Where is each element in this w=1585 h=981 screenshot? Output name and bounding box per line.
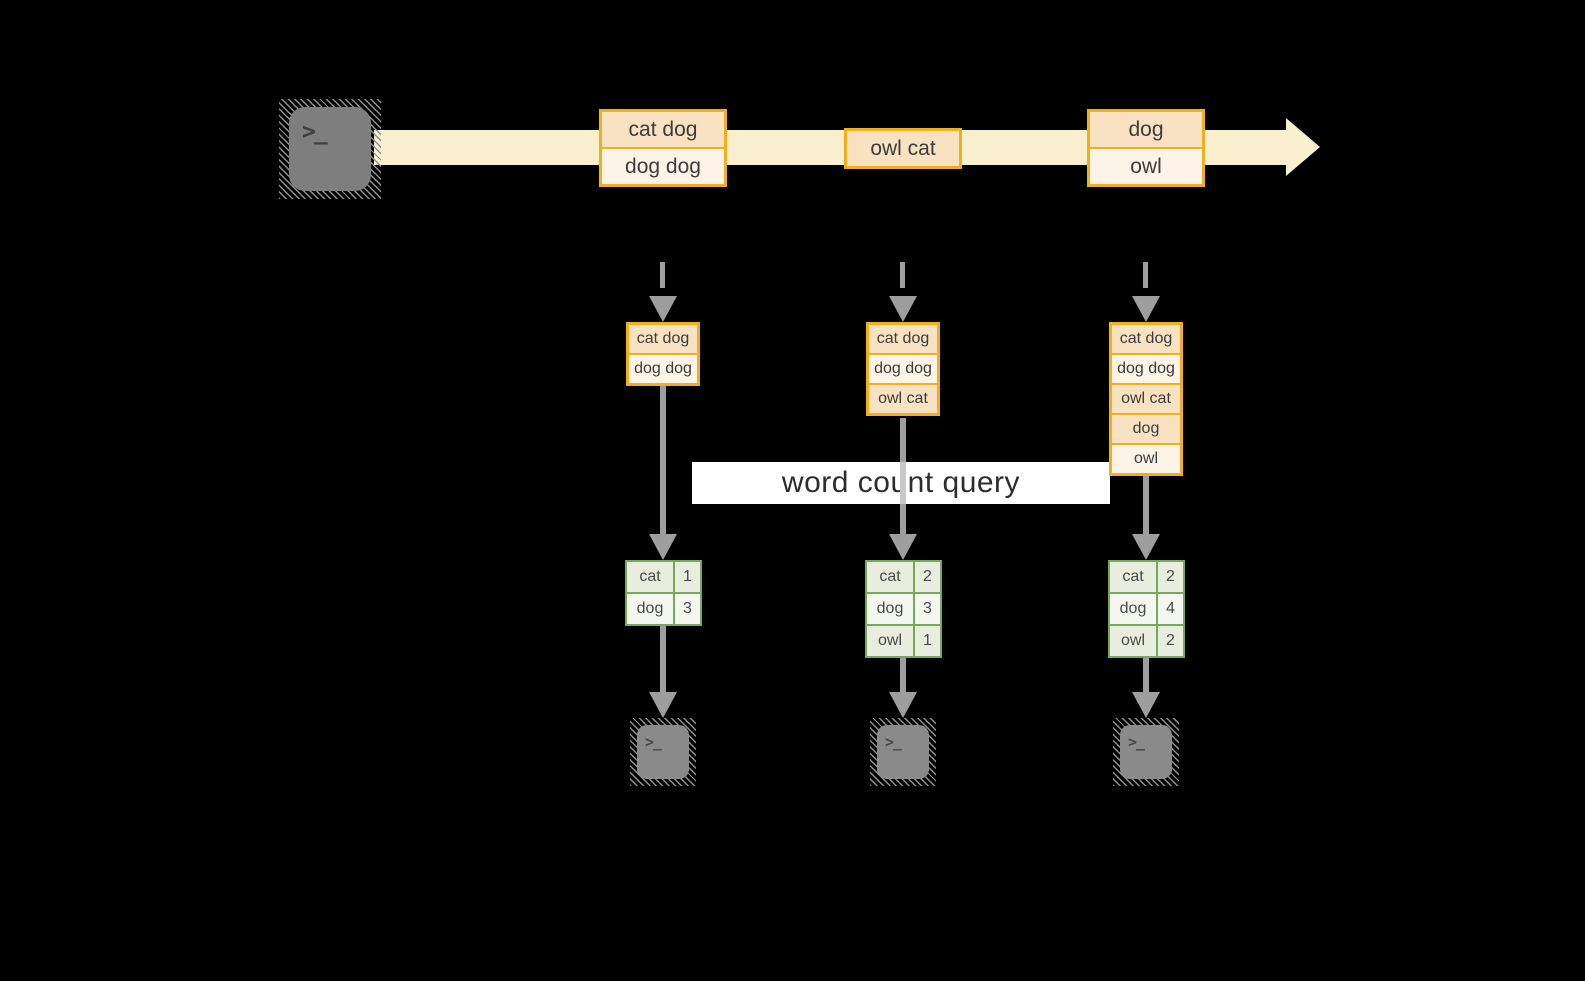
terminal-sink-icon-body: >_ — [877, 725, 929, 779]
stream-record: dog dog — [602, 149, 724, 184]
count-word: cat — [867, 562, 913, 592]
count-value: 2 — [915, 562, 940, 592]
microbatch-stack-2: cat dog dog dog owl cat — [866, 322, 940, 416]
down-arrow-head-icon — [889, 692, 917, 718]
terminal-sink-icon-3: >_ — [1113, 718, 1179, 786]
microbatch-record: dog dog — [869, 355, 937, 383]
microbatch-record: cat dog — [629, 325, 697, 353]
microbatch-record: owl — [1112, 445, 1180, 473]
dashed-arrow-head-icon — [1132, 296, 1160, 322]
count-word: dog — [627, 594, 673, 624]
count-value: 1 — [675, 562, 700, 592]
down-arrow-shaft — [660, 386, 666, 534]
count-value: 3 — [915, 594, 940, 624]
down-arrow-head-icon — [649, 692, 677, 718]
stream-batch-3: dog owl — [1087, 109, 1205, 187]
count-value: 1 — [915, 626, 940, 656]
count-word: dog — [867, 594, 913, 624]
down-arrow-head-icon — [649, 534, 677, 560]
terminal-sink-icon-2: >_ — [870, 718, 936, 786]
down-arrow-head-icon — [889, 534, 917, 560]
terminal-sink-icon-body: >_ — [1120, 725, 1172, 779]
stream-record: dog — [1090, 112, 1202, 147]
word-count-table-2: cat 2 dog 3 owl 1 — [865, 560, 942, 658]
count-word: owl — [1110, 626, 1156, 656]
down-arrow-head-icon — [1132, 692, 1160, 718]
count-word: owl — [867, 626, 913, 656]
terminal-sink-icon-body: >_ — [637, 725, 689, 779]
dashed-arrow-shaft — [900, 262, 905, 288]
count-value: 3 — [675, 594, 700, 624]
microbatch-record: owl cat — [1112, 385, 1180, 413]
microbatch-record: cat dog — [1112, 325, 1180, 353]
count-value: 2 — [1158, 562, 1183, 592]
microbatch-record: dog — [1112, 415, 1180, 443]
terminal-prompt-icon: >_ — [885, 733, 902, 751]
word-count-table-1: cat 1 dog 3 — [625, 560, 702, 626]
microbatch-stack-1: cat dog dog dog — [626, 322, 700, 386]
dashed-arrow-shaft — [1143, 262, 1148, 288]
microbatch-record: owl cat — [869, 385, 937, 413]
down-arrow-shaft — [1143, 476, 1149, 534]
count-value: 4 — [1158, 594, 1183, 624]
count-word: dog — [1110, 594, 1156, 624]
down-arrow-head-icon — [1132, 534, 1160, 560]
microbatch-record: dog dog — [629, 355, 697, 383]
microbatch-stack-3: cat dog dog dog owl cat dog owl — [1109, 322, 1183, 476]
down-arrow-shaft — [1143, 658, 1149, 692]
dashed-arrow-head-icon — [649, 296, 677, 322]
terminal-prompt-icon: >_ — [1128, 733, 1145, 751]
terminal-prompt-icon: >_ — [302, 119, 328, 145]
down-arrow-shaft — [900, 658, 906, 692]
terminal-source-icon: >_ — [279, 99, 381, 199]
stream-record: cat dog — [602, 112, 724, 147]
stream-record: owl — [1090, 149, 1202, 184]
stream-batch-2: owl cat — [844, 128, 962, 169]
arrow-through-banner — [900, 462, 906, 504]
dashed-arrow-head-icon — [889, 296, 917, 322]
terminal-sink-icon-1: >_ — [630, 718, 696, 786]
count-value: 2 — [1158, 626, 1183, 656]
terminal-prompt-icon: >_ — [645, 733, 662, 751]
terminal-source-icon-body: >_ — [289, 107, 371, 191]
count-word: cat — [627, 562, 673, 592]
dashed-arrow-shaft — [660, 262, 665, 288]
word-count-table-3: cat 2 dog 4 owl 2 — [1108, 560, 1185, 658]
microbatch-record: dog dog — [1112, 355, 1180, 383]
down-arrow-shaft — [660, 626, 666, 692]
count-word: cat — [1110, 562, 1156, 592]
stream-record: owl cat — [847, 131, 959, 166]
stream-arrow-head-icon — [1286, 118, 1320, 176]
microbatch-record: cat dog — [869, 325, 937, 353]
stream-batch-1: cat dog dog dog — [599, 109, 727, 187]
